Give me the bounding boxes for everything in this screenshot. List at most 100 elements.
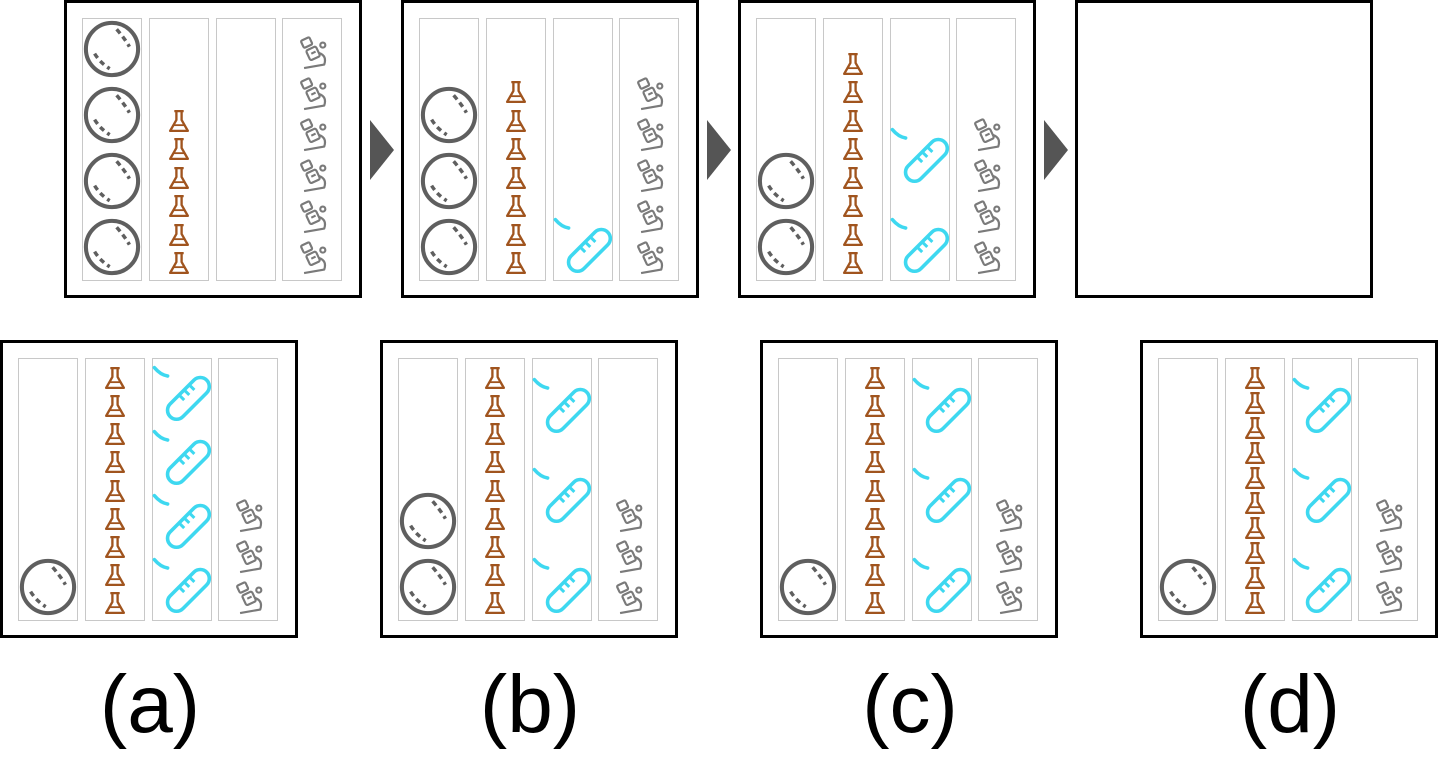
baseball-icon xyxy=(83,152,141,210)
microscope-icon xyxy=(294,240,330,276)
flask-icon xyxy=(840,108,866,134)
microscope-icon xyxy=(610,498,646,534)
option-label: (b) xyxy=(479,659,581,750)
column-ball xyxy=(1158,358,1218,621)
flask-icon xyxy=(102,393,128,419)
flask-icon xyxy=(862,534,888,560)
baseball-icon xyxy=(420,152,478,210)
thermometer-icon xyxy=(152,556,212,616)
thermometer-icon xyxy=(532,376,592,436)
baseball-icon xyxy=(757,152,815,210)
flask-icon xyxy=(102,421,128,447)
flask-icon xyxy=(166,193,192,219)
flask-icon xyxy=(102,365,128,391)
column-microscope xyxy=(282,18,342,281)
flask-icon xyxy=(503,222,529,248)
flask-icon xyxy=(1242,540,1268,566)
flask-icon xyxy=(482,590,508,616)
thermometer-icon xyxy=(1292,466,1352,526)
flask-icon xyxy=(503,108,529,134)
flask-icon xyxy=(840,136,866,162)
flask-icon xyxy=(1242,415,1268,441)
thermometer-icon xyxy=(152,492,212,552)
flask-icon xyxy=(1242,565,1268,591)
flask-icon xyxy=(482,506,508,532)
flask-icon xyxy=(1242,390,1268,416)
baseball-icon xyxy=(83,86,141,144)
flask-icon xyxy=(102,506,128,532)
flask-icon xyxy=(862,393,888,419)
option-panel-3 xyxy=(760,340,1058,638)
microscope-icon xyxy=(294,35,330,71)
flask-icon xyxy=(102,478,128,504)
microscope-icon xyxy=(1370,498,1406,534)
flask-icon xyxy=(1242,590,1268,616)
thermometer-icon xyxy=(890,216,950,276)
microscope-icon xyxy=(631,117,667,153)
column-ball xyxy=(82,18,142,281)
column-thermometer xyxy=(532,358,592,621)
flask-icon xyxy=(482,562,508,588)
sequence-panel-4 xyxy=(1075,0,1373,298)
microscope-icon xyxy=(631,240,667,276)
flask-icon xyxy=(1242,490,1268,516)
microscope-icon xyxy=(990,539,1026,575)
thermometer-icon xyxy=(532,556,592,616)
flask-icon xyxy=(1242,365,1268,391)
flask-icon xyxy=(166,250,192,276)
flask-icon xyxy=(482,421,508,447)
microscope-icon xyxy=(294,199,330,235)
baseball-icon xyxy=(420,218,478,276)
microscope-icon xyxy=(610,580,646,616)
flask-icon xyxy=(840,222,866,248)
column-thermometer xyxy=(890,18,950,281)
flask-icon xyxy=(482,449,508,475)
microscope-icon xyxy=(968,199,1004,235)
column-microscope xyxy=(978,358,1038,621)
microscope-icon xyxy=(610,539,646,575)
thermometer-icon xyxy=(152,428,212,488)
flask-icon xyxy=(166,165,192,191)
flask-icon xyxy=(862,449,888,475)
column-thermometer xyxy=(553,18,613,281)
microscope-icon xyxy=(968,240,1004,276)
baseball-icon xyxy=(83,218,141,276)
microscope-icon xyxy=(631,76,667,112)
flask-icon xyxy=(862,562,888,588)
flask-icon xyxy=(166,108,192,134)
flask-icon xyxy=(503,136,529,162)
flask-icon xyxy=(1242,440,1268,466)
next-arrow-icon xyxy=(1044,120,1068,180)
baseball-icon xyxy=(757,218,815,276)
column-ball xyxy=(778,358,838,621)
column-flask xyxy=(149,18,209,281)
column-microscope xyxy=(956,18,1016,281)
column-flask xyxy=(823,18,883,281)
sequence-panel-1 xyxy=(64,0,362,298)
column-microscope xyxy=(598,358,658,621)
flask-icon xyxy=(166,136,192,162)
column-ball xyxy=(419,18,479,281)
option-panel-1 xyxy=(0,340,298,638)
column-microscope xyxy=(1358,358,1418,621)
microscope-icon xyxy=(631,158,667,194)
column-flask xyxy=(1225,358,1285,621)
thermometer-icon xyxy=(532,466,592,526)
sequence-panel-3 xyxy=(738,0,1036,298)
column-thermometer xyxy=(152,358,212,621)
flask-icon xyxy=(482,393,508,419)
thermometer-icon xyxy=(152,364,212,424)
flask-icon xyxy=(840,165,866,191)
option-panel-4 xyxy=(1140,340,1438,638)
flask-icon xyxy=(503,165,529,191)
microscope-icon xyxy=(1370,539,1406,575)
microscope-icon xyxy=(230,498,266,534)
flask-icon xyxy=(862,478,888,504)
flask-icon xyxy=(840,79,866,105)
microscope-icon xyxy=(1370,580,1406,616)
next-arrow-icon xyxy=(370,120,394,180)
flask-icon xyxy=(862,365,888,391)
baseball-icon xyxy=(1159,558,1217,616)
microscope-icon xyxy=(294,76,330,112)
